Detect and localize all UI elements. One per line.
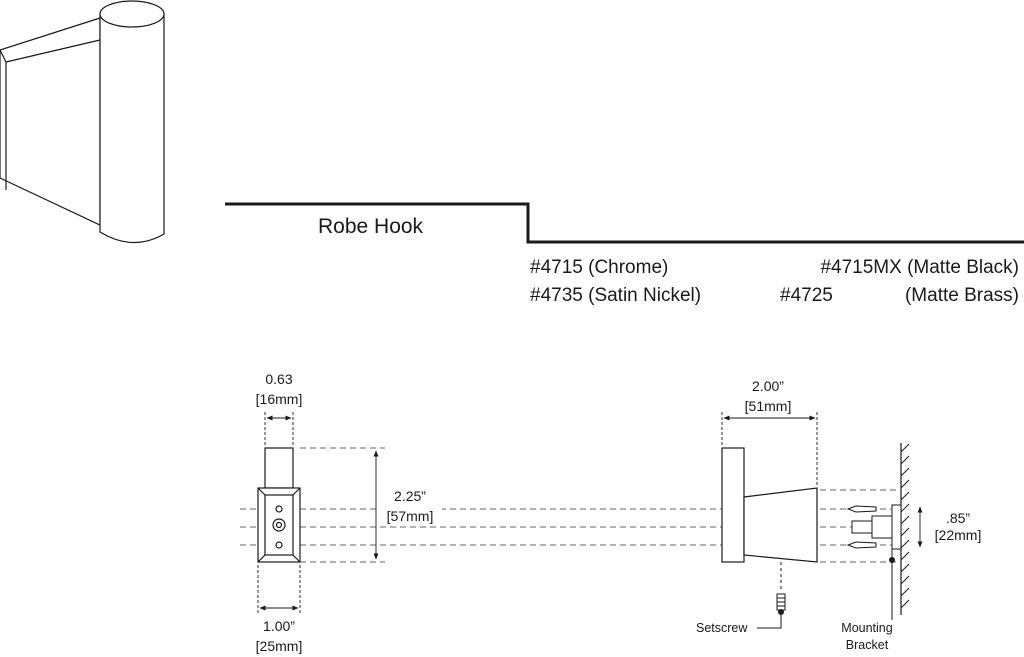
projection-in-label: 2.00” — [752, 378, 784, 394]
mounting-bracket-callout — [889, 549, 895, 620]
setscrew-label: Setscrew — [696, 621, 748, 635]
wall-section — [900, 443, 910, 615]
anchor-screws — [846, 505, 877, 549]
bracket-mm-label: [22mm] — [935, 527, 982, 543]
bracket-in-label: .85” — [946, 510, 970, 526]
front-view — [257, 447, 301, 563]
setscrew — [757, 562, 786, 629]
robe-hook-illustration — [0, 0, 165, 244]
width-mm-label: [25mm] — [256, 638, 303, 654]
side-view — [721, 447, 818, 563]
depth-mm-label: [16mm] — [256, 391, 303, 407]
depth-dimension — [264, 412, 294, 446]
model-matte-brass-finish: (Matte Brass) — [905, 285, 1019, 306]
mounting-bracket — [851, 504, 902, 550]
mounting-label-line2: Bracket — [846, 638, 889, 652]
width-in-label: 1.00” — [263, 618, 295, 634]
width-dimension — [257, 565, 301, 615]
title-step-line — [225, 202, 1024, 244]
model-matte-brass-number: #4725 — [780, 285, 833, 306]
height-in-label: 2.25” — [394, 488, 426, 504]
model-chrome: #4715 (Chrome) — [530, 257, 668, 278]
projection-dimension — [721, 412, 818, 486]
model-satin-nickel: #4735 (Satin Nickel) — [530, 285, 701, 306]
projection-mm-label: [51mm] — [745, 398, 792, 414]
height-mm-label: [57mm] — [387, 508, 434, 524]
product-title: Robe Hook — [318, 215, 424, 238]
depth-in-label: 0.63 — [265, 371, 292, 387]
model-matte-black: #4715MX (Matte Black) — [820, 257, 1019, 278]
mounting-label-line1: Mounting — [841, 621, 892, 635]
